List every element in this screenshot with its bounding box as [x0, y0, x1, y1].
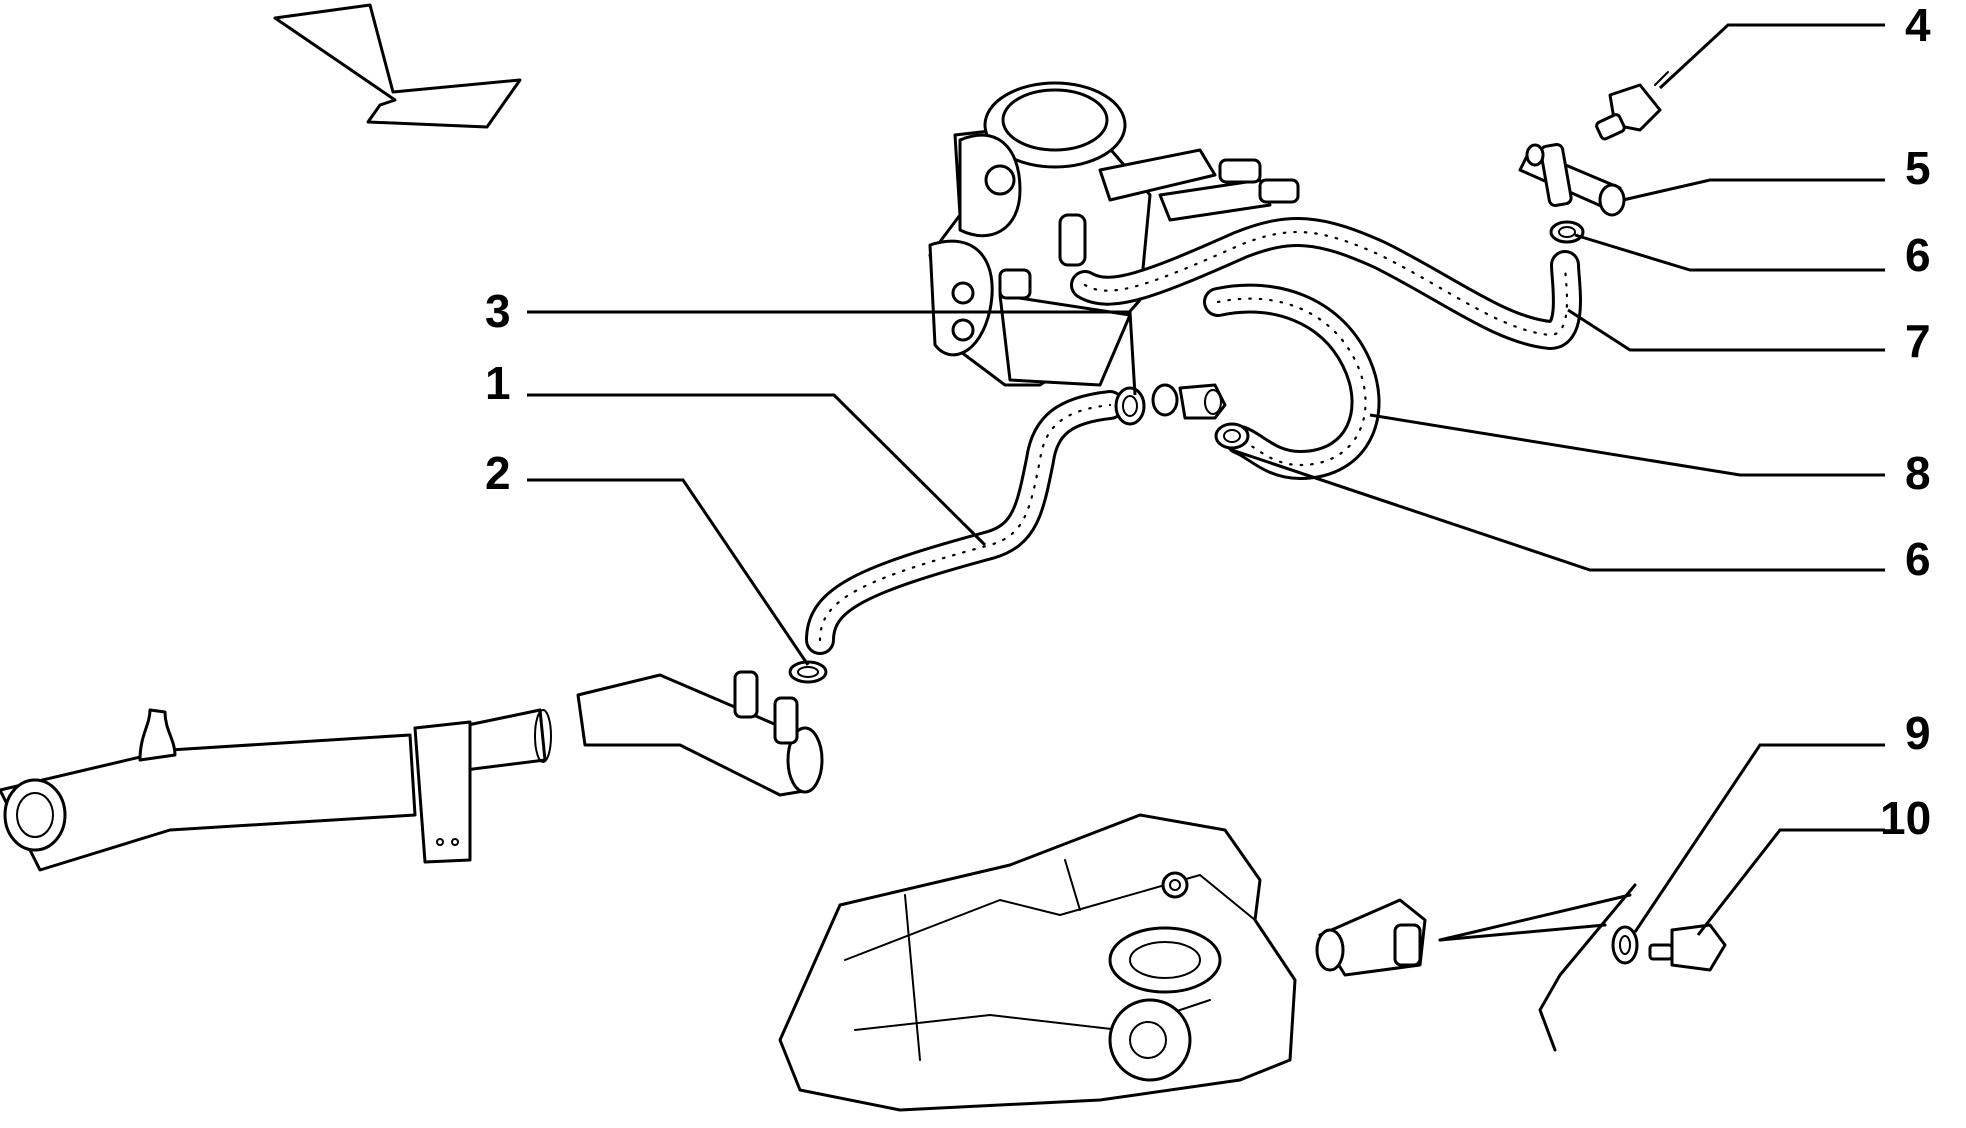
leader-3: [527, 310, 1137, 396]
temperature-sender-4: [1595, 71, 1669, 141]
hose-clamp-6-upper: [1549, 220, 1585, 244]
leader-5: [1622, 178, 1885, 202]
hose-8: [1203, 283, 1381, 480]
hose-clamp-3: [1114, 386, 1146, 426]
hose-1: [805, 390, 1125, 655]
leader-4: [1658, 23, 1885, 90]
leader-9: [1633, 743, 1885, 933]
callout-9: 9: [1905, 707, 1931, 759]
leader-7: [1567, 308, 1885, 352]
direction-arrow-icon: [273, 3, 522, 129]
leader-8: [1369, 413, 1885, 477]
leader-1: [527, 393, 987, 547]
temperature-switch-10: [1648, 923, 1727, 972]
callout-1: 1: [485, 357, 511, 409]
callout-2: 2: [485, 447, 511, 499]
hose-union: [1315, 898, 1427, 977]
leader-lines: [527, 23, 1885, 936]
callout-10: 10: [1880, 792, 1932, 844]
tee-fitting-5: [1518, 142, 1626, 217]
hose-7: [1070, 217, 1582, 350]
hose-clamp-2: [788, 660, 828, 684]
sealing-washer-9: [1611, 925, 1639, 965]
leader-2: [527, 478, 810, 666]
callout-3: 3: [485, 285, 511, 337]
leader-6a: [1574, 233, 1885, 272]
leader-10: [1696, 828, 1885, 936]
intake-manifold: [778, 813, 1297, 1112]
carburettor-body: [928, 81, 1300, 387]
callout-8: 8: [1905, 447, 1931, 499]
callout-7: 7: [1905, 315, 1931, 367]
callout-4: 4: [1905, 0, 1931, 51]
leader-6b: [1231, 448, 1885, 572]
callout-5: 5: [1905, 142, 1931, 194]
callout-6-lower: 6: [1905, 533, 1931, 585]
callout-6-upper: 6: [1905, 229, 1931, 281]
hose-clamp-6-lower: [1214, 422, 1250, 450]
outlet-pipe-assembly: [0, 670, 824, 872]
elbow-union: [1151, 383, 1227, 420]
